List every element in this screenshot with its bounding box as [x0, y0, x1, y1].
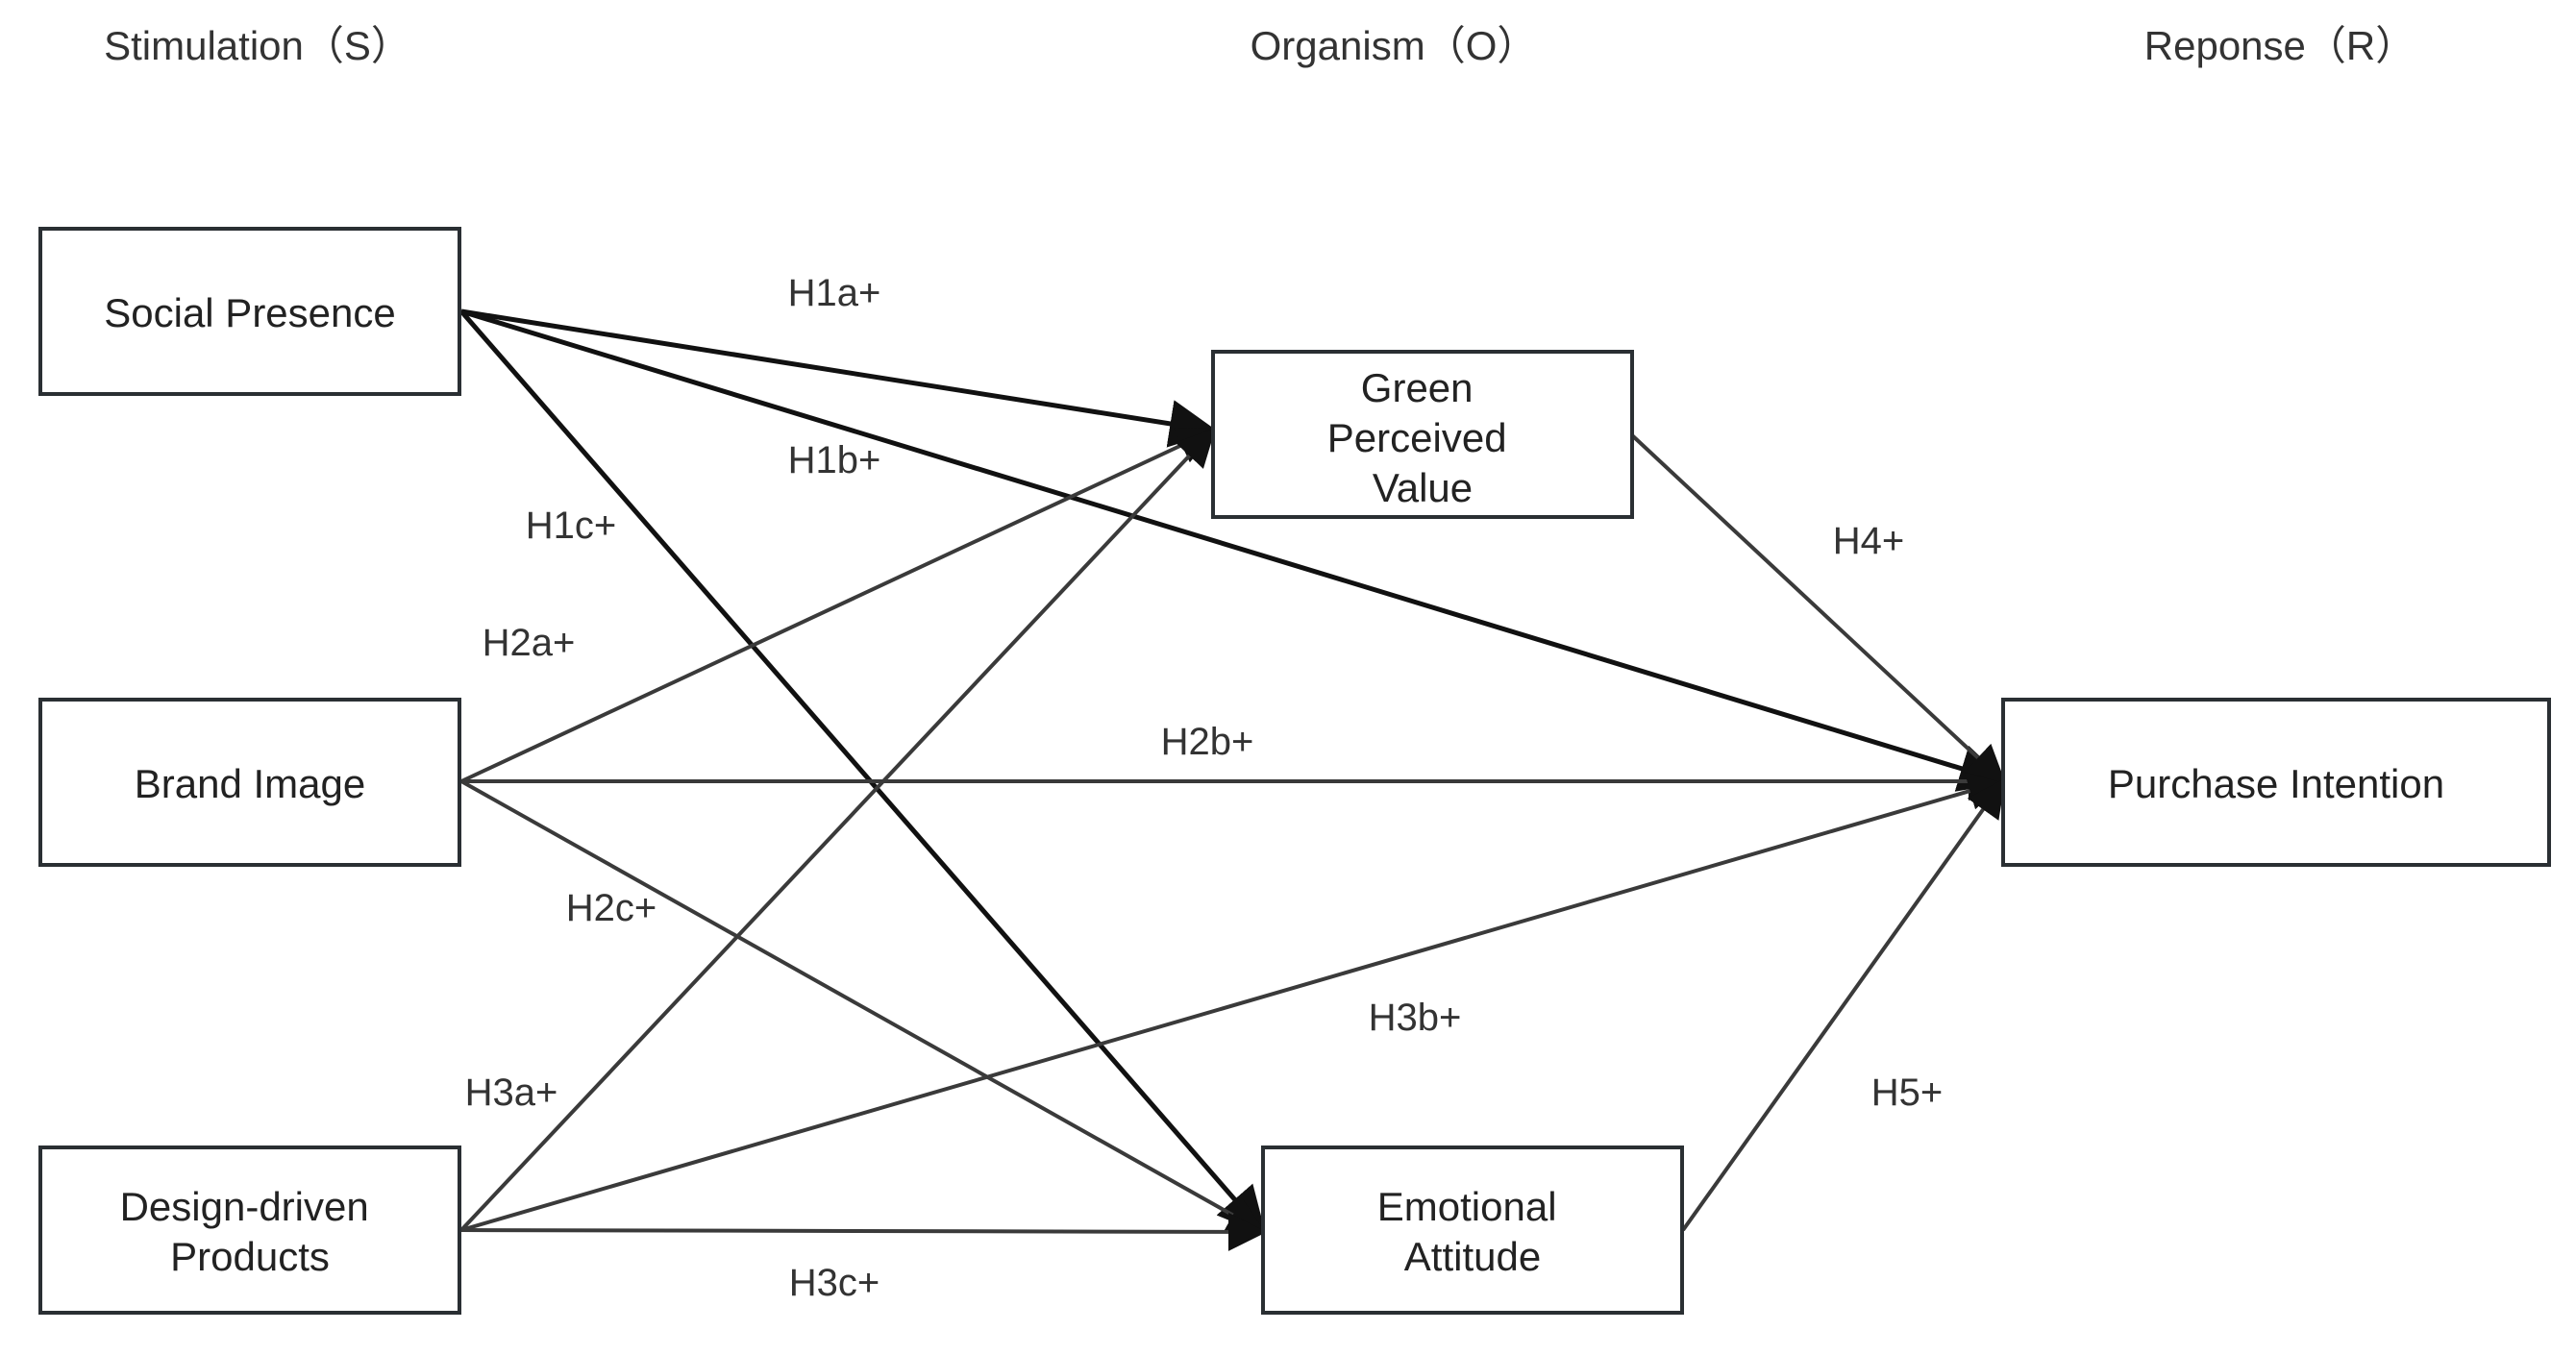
edge-label-h4: H4+: [1833, 520, 1905, 562]
edge-design-driven-to-purchase-intention: [460, 772, 2007, 1232]
node-emotional-attitude-line-1: Emotional: [1377, 1184, 1557, 1229]
edge-label-h2b: H2b+: [1161, 721, 1254, 763]
edge-green-value-to-purchase-intention: [1630, 433, 2006, 784]
node-design-driven-products-line-2: Products: [170, 1234, 330, 1279]
node-design-driven-products-box: [38, 1146, 461, 1315]
node-social-presence: Social Presence: [38, 227, 461, 396]
edge-brand-image-to-green-value: [460, 428, 1217, 783]
node-emotional-attitude-box: [1261, 1146, 1684, 1315]
node-green-perceived-value-line-1: Green: [1361, 365, 1474, 410]
edge-label-h3a: H3a+: [465, 1072, 558, 1114]
node-emotional-attitude: Emotional Attitude: [1261, 1146, 1684, 1315]
node-green-perceived-value-label: Green Perceived Value: [1327, 365, 1518, 510]
header-stimulation: Stimulation（S）: [104, 23, 411, 68]
edge-label-h2a: H2a+: [483, 622, 576, 664]
node-green-perceived-value: Green Perceived Value: [1211, 350, 1634, 519]
node-design-driven-products-label: Design-driven Products: [120, 1184, 381, 1279]
edge-social-presence-to-purchase-intention: [460, 308, 2008, 792]
node-brand-image: Brand Image: [38, 698, 461, 867]
node-brand-image-label: Brand Image: [135, 761, 365, 806]
edge-label-h2c: H2c+: [566, 887, 657, 929]
node-design-driven-products-line-1: Design-driven: [120, 1184, 369, 1229]
edge-social-presence-to-green-value: [460, 308, 1218, 448]
edge-design-driven-to-green-value: [459, 428, 1216, 1232]
edge-label-h5: H5+: [1871, 1072, 1944, 1114]
node-design-driven-products: Design-driven Products: [38, 1146, 461, 1315]
edge-label-h1a: H1a+: [788, 272, 881, 314]
edge-emotional-attitude-to-purchase-intention: [1681, 777, 2006, 1232]
node-purchase-intention-label: Purchase Intention: [2108, 761, 2444, 806]
node-social-presence-box: [38, 227, 461, 396]
edge-label-h3b: H3b+: [1369, 997, 1462, 1039]
node-green-perceived-value-box: [1211, 350, 1634, 519]
node-emotional-attitude-label: Emotional Attitude: [1377, 1184, 1568, 1279]
edge-design-driven-to-emotional-attitude: [460, 1212, 1267, 1251]
edge-label-h1c: H1c+: [526, 505, 617, 547]
node-purchase-intention: Purchase Intention: [2001, 698, 2551, 867]
edge-label-h1b: H1b+: [788, 439, 881, 481]
header-organism: Organism（O）: [1251, 23, 1538, 68]
edge-labels-layer: H1a+ H1b+ H1c+ H2a+ H2b+ H2c+ H3a+ H3b+ …: [465, 272, 1944, 1304]
node-brand-image-box: [38, 698, 461, 867]
edge-brand-image-to-emotional-attitude: [460, 779, 1267, 1234]
header-response: Reponse（R）: [2144, 23, 2415, 68]
edge-label-h3c: H3c+: [789, 1262, 880, 1304]
node-emotional-attitude-line-2: Attitude: [1404, 1234, 1541, 1279]
node-green-perceived-value-line-3: Value: [1373, 465, 1473, 510]
edge-social-presence-to-emotional-attitude: [459, 309, 1267, 1236]
node-green-perceived-value-line-2: Perceived: [1327, 415, 1507, 460]
edges-layer: [459, 308, 2008, 1251]
node-social-presence-label: Social Presence: [104, 290, 396, 335]
node-purchase-intention-box: [2001, 698, 2551, 867]
